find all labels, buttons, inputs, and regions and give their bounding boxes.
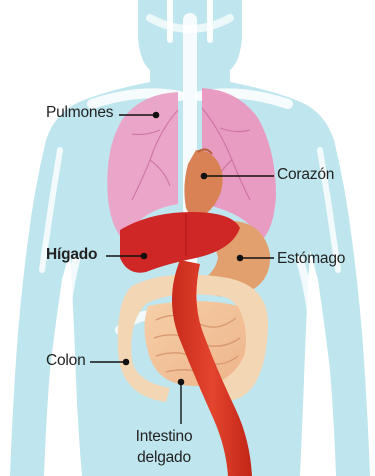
label-colon: Colon bbox=[46, 352, 86, 370]
leader-dot-lungs bbox=[153, 112, 158, 117]
label-small-intestine-line2: delgado bbox=[126, 447, 202, 468]
label-lungs: Pulmones bbox=[46, 104, 113, 122]
label-small-intestine: Intestino delgado bbox=[126, 426, 202, 468]
leader-dot-small-intestine bbox=[178, 379, 183, 384]
leader-dot-stomach bbox=[237, 255, 242, 260]
label-small-intestine-line1: Intestino bbox=[126, 426, 202, 447]
leader-dot-liver bbox=[141, 253, 146, 258]
label-heart: Corazón bbox=[277, 166, 334, 184]
leader-dot-colon bbox=[123, 359, 128, 364]
label-stomach: Estómago bbox=[277, 250, 345, 268]
leader-dot-heart bbox=[201, 173, 206, 178]
label-liver: Hígado bbox=[46, 246, 97, 264]
